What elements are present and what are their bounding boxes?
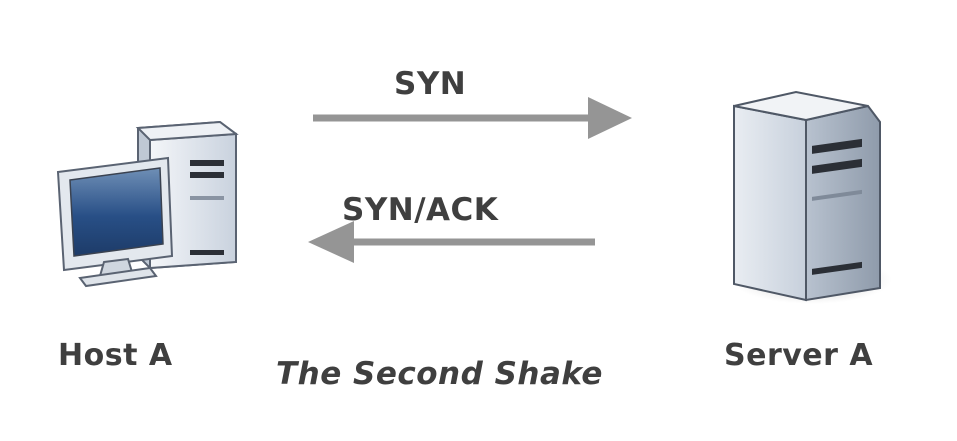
syn-ack-arrow xyxy=(308,221,595,263)
server-a-label: Server A xyxy=(724,338,874,373)
host-a-label: Host A xyxy=(58,338,173,373)
diagram-caption: The Second Shake xyxy=(276,356,603,392)
syn-ack-label: SYN/ACK xyxy=(342,192,499,228)
server-tower-icon xyxy=(732,90,892,304)
syn-arrow xyxy=(313,97,632,139)
syn-label: SYN xyxy=(394,66,467,102)
desktop-computer-icon xyxy=(56,120,239,288)
